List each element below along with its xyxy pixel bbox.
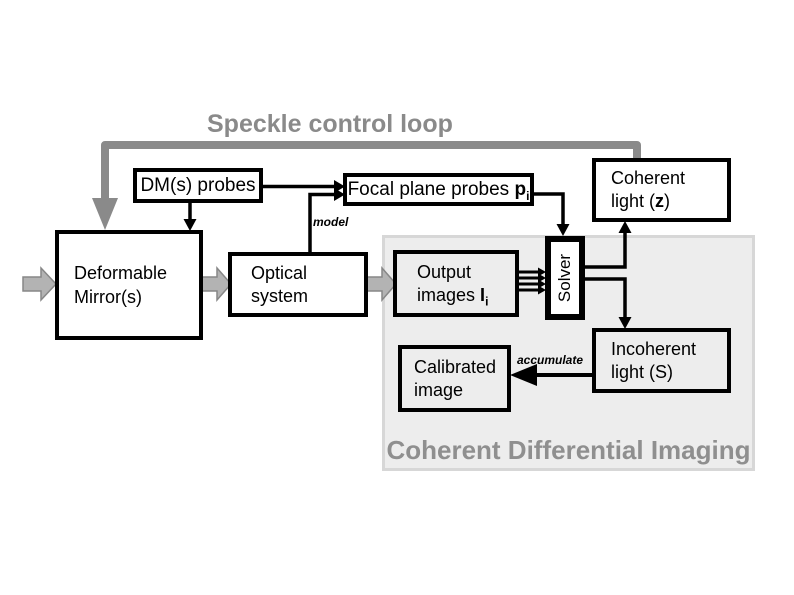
calibrated-line1: Calibrated xyxy=(414,356,497,377)
solver-label: Solver xyxy=(555,253,574,303)
dm-probes-label: DM(s) probes xyxy=(140,174,256,196)
box-deformable-mirrors: Deformable Mirror(s) xyxy=(55,230,203,340)
cdi-region-title: Coherent Differential Imaging xyxy=(386,435,751,465)
calibrated-line2: image xyxy=(414,379,464,400)
box-coherent-light: Coherent light (z) xyxy=(592,158,731,222)
deformable-line2: Mirror(s) xyxy=(74,287,142,307)
edge-dmprobes-to-deformable xyxy=(183,202,197,231)
edge-focal-to-solver xyxy=(533,192,570,236)
deformable-line1: Deformable xyxy=(74,263,168,283)
edge-label-accumulate: accumulate xyxy=(517,353,584,367)
coherent-light-line1: Coherent xyxy=(611,168,686,188)
optical-line2: system xyxy=(251,285,309,306)
output-images-line1: Output xyxy=(417,261,472,282)
box-incoherent-light: Incoherent light (S) xyxy=(592,328,731,393)
box-focal-plane-probes: Focal plane probes pi xyxy=(343,173,534,206)
incoherent-line1: Incoherent xyxy=(611,338,697,359)
edge-label-model: model xyxy=(313,215,349,229)
optical-line1: Optical xyxy=(251,262,308,283)
incoherent-line2: light (S) xyxy=(611,361,674,382)
box-solver: Solver xyxy=(545,236,585,320)
focal-plane-probes-label: Focal plane probes pi xyxy=(347,178,530,203)
output-images-line2: images Ii xyxy=(417,284,489,309)
speckle-loop-title: Speckle control loop xyxy=(207,110,453,138)
coherent-light-line2: light (z) xyxy=(611,191,671,211)
box-output-images: Output images Ii xyxy=(393,250,519,317)
box-dm-probes: DM(s) probes xyxy=(133,168,263,203)
edge-dmprobes-to-focal xyxy=(263,180,345,193)
box-optical-system: Optical system xyxy=(228,252,368,317)
beam-arrow-input xyxy=(22,266,58,302)
box-calibrated-image: Calibrated image xyxy=(398,345,511,412)
beam-arrow-dm-to-optical xyxy=(201,266,232,302)
